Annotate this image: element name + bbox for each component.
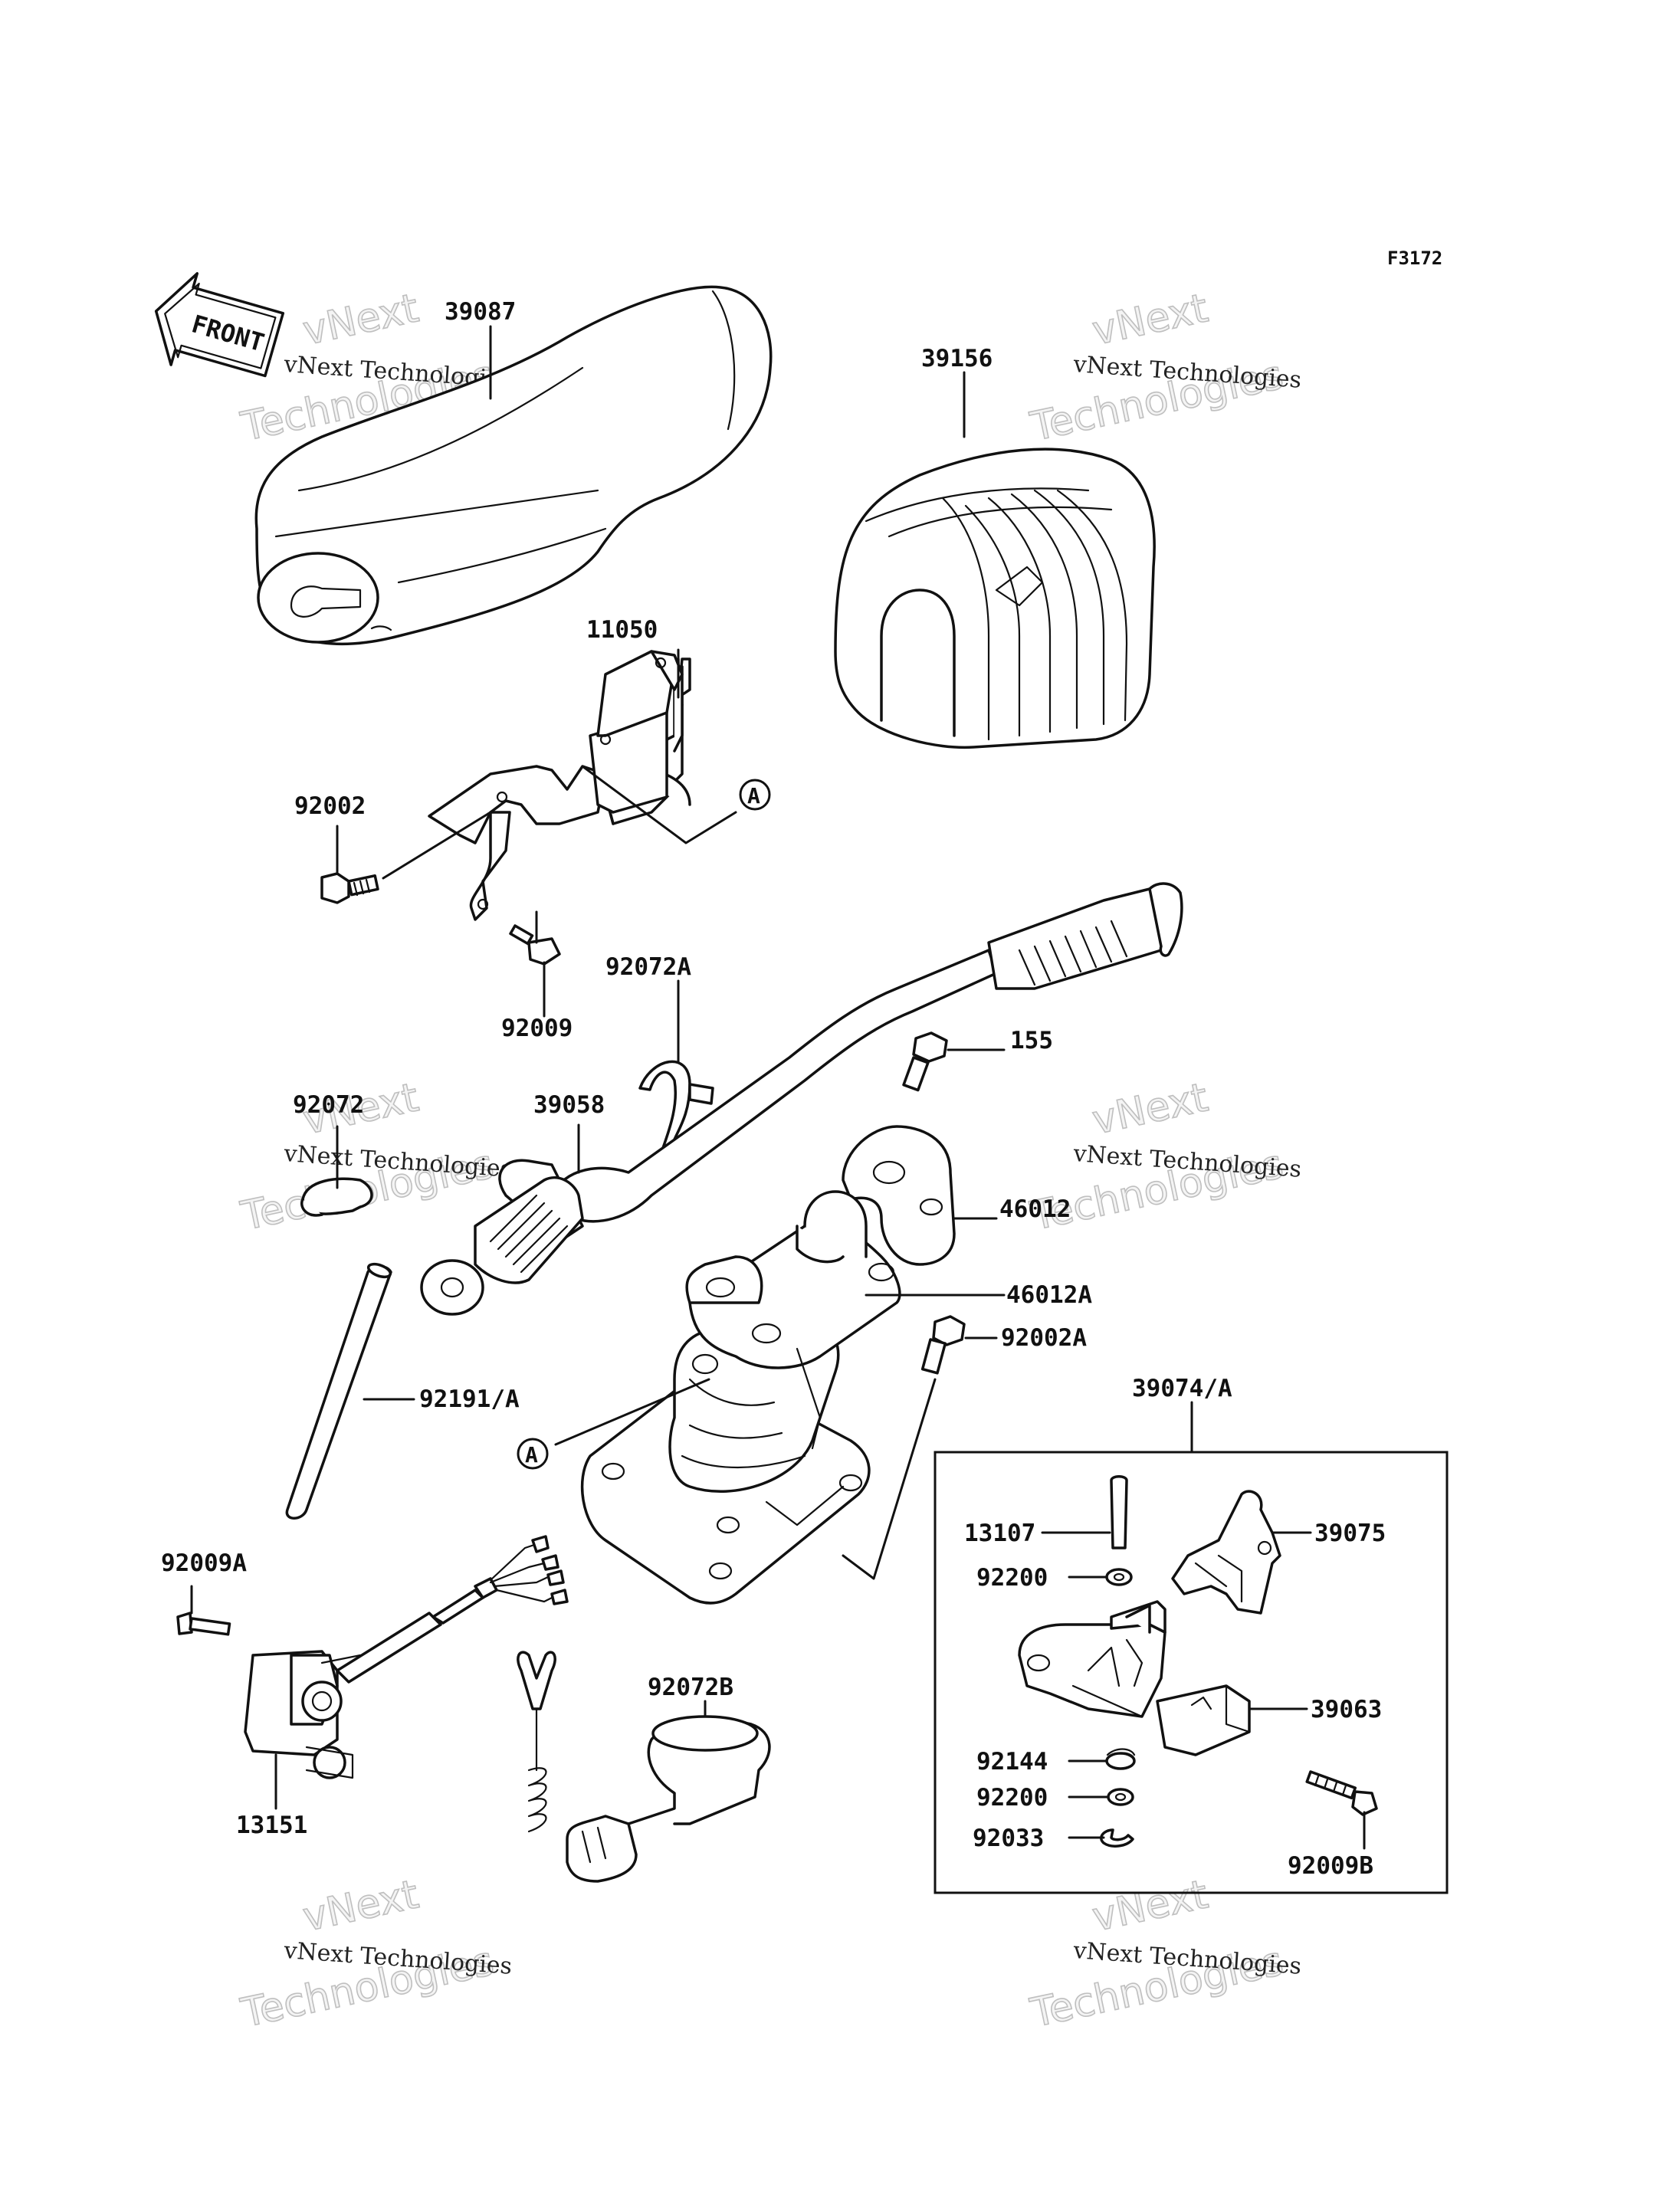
- label-92002A: 92002A: [1001, 1324, 1087, 1352]
- label-39058: 39058: [533, 1091, 605, 1119]
- label-46012A: 46012A: [1006, 1281, 1092, 1309]
- handle-cover-39087: [254, 285, 773, 645]
- watermark-bottom-right: vNext Technologies vNext Technologies: [1025, 1871, 1302, 2038]
- bracket-11050: [428, 650, 691, 921]
- label-155: 155: [1010, 1027, 1053, 1054]
- screw-92009A: [176, 1612, 231, 1636]
- figure-code: F3172: [1387, 248, 1442, 269]
- label-13107: 13107: [964, 1520, 1035, 1547]
- bolt-155: [902, 1031, 948, 1092]
- svg-text:vNext: vNext: [1088, 1074, 1212, 1143]
- label-92002: 92002: [294, 792, 366, 820]
- label-92191A: 92191/A: [419, 1385, 520, 1413]
- label-46012: 46012: [999, 1195, 1071, 1223]
- svg-text:A: A: [525, 1442, 538, 1467]
- svg-text:vNext: vNext: [1088, 285, 1212, 354]
- lanyard-92072B: [517, 1651, 771, 1883]
- label-92200-b: 92200: [976, 1784, 1048, 1812]
- switch-13151: [244, 1535, 569, 1779]
- handlebar-39058: [420, 882, 1183, 1316]
- boot-39156: [834, 448, 1156, 749]
- clamp-46012: [842, 1125, 956, 1266]
- svg-text:A: A: [747, 783, 760, 808]
- label-92072A: 92072A: [605, 953, 691, 981]
- clamp-92072: [300, 1177, 373, 1217]
- label-92072: 92072: [293, 1091, 364, 1119]
- label-13151: 13151: [236, 1812, 307, 1839]
- label-39063: 39063: [1311, 1696, 1382, 1723]
- pin-13107: [1110, 1475, 1128, 1549]
- label-39074A: 39074/A: [1132, 1375, 1232, 1402]
- bolt-92002: [320, 872, 379, 904]
- reference-marker-a-top: A: [739, 779, 771, 811]
- screw-92009: [509, 924, 561, 966]
- svg-text:vNext: vNext: [1088, 1871, 1212, 1940]
- front-arrow-icon: FRONT: [154, 272, 285, 378]
- watermark-bottom-left: vNext Technologies vNext Technologies: [236, 1871, 513, 2038]
- label-92072B: 92072B: [648, 1674, 733, 1701]
- washer-92200-b: [1107, 1788, 1134, 1806]
- block-39063: [1156, 1684, 1251, 1756]
- label-92009: 92009: [501, 1015, 573, 1042]
- watermark-mid-left: vNext Technologies vNext Technologies: [236, 1074, 513, 1241]
- label-39075: 39075: [1314, 1520, 1386, 1547]
- label-92200-a: 92200: [976, 1564, 1048, 1592]
- label-92033: 92033: [973, 1825, 1044, 1852]
- svg-text:vNext: vNext: [299, 1871, 422, 1940]
- throttle-housing: [1018, 1600, 1166, 1718]
- label-92144: 92144: [976, 1748, 1048, 1776]
- label-39087: 39087: [445, 298, 516, 326]
- reference-marker-a-bottom: A: [517, 1438, 549, 1470]
- watermark-top-right: vNext Technologies vNext Technologies: [1025, 285, 1302, 451]
- label-92009A: 92009A: [161, 1549, 247, 1577]
- svg-text:vNext: vNext: [299, 285, 422, 354]
- screw-92009B: [1305, 1770, 1378, 1816]
- spring-92144: [1105, 1748, 1136, 1770]
- holder-46012A: [580, 1190, 901, 1605]
- leader-lines: [190, 325, 1366, 1850]
- washer-92200-a: [1105, 1568, 1133, 1586]
- bolt-92002A: [920, 1315, 966, 1375]
- circlip-92033: [1100, 1828, 1134, 1848]
- label-11050: 11050: [586, 616, 658, 644]
- label-39156: 39156: [921, 345, 993, 372]
- label-92009B: 92009B: [1288, 1852, 1373, 1880]
- tube-92191A: [285, 1262, 392, 1520]
- lever-39075: [1171, 1490, 1281, 1615]
